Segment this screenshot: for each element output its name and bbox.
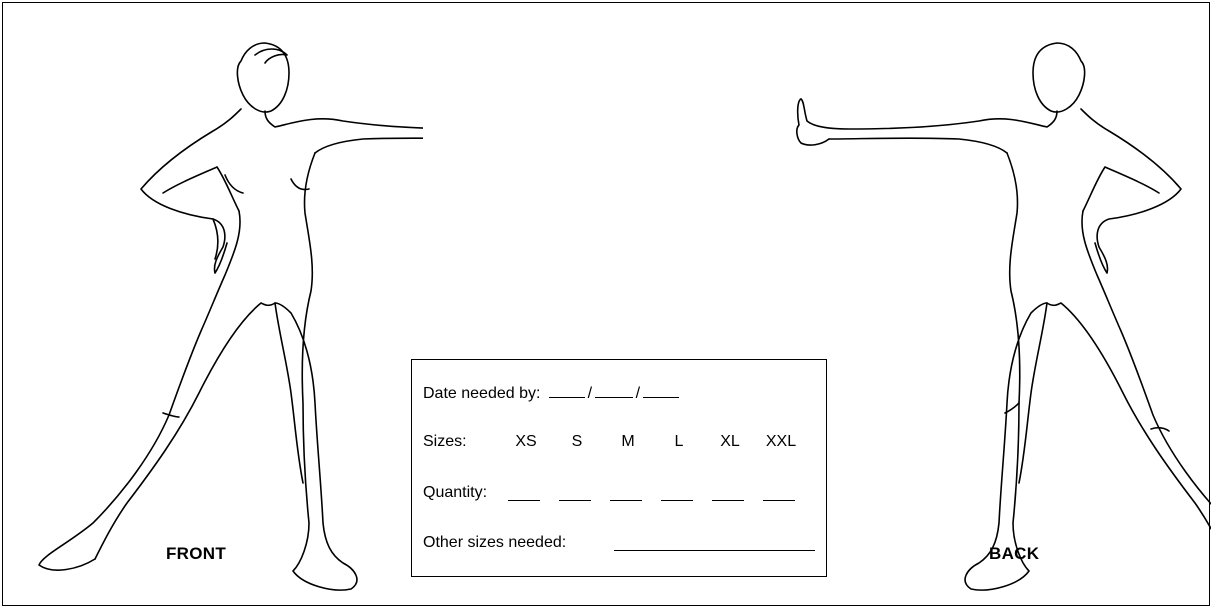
date-separator-1: / (585, 382, 595, 406)
sizes-label: Sizes: (423, 433, 467, 450)
quantity-l-field[interactable] (661, 484, 693, 501)
date-needed-field[interactable]: // (549, 379, 679, 406)
date-day-blank[interactable] (595, 379, 633, 398)
order-details-box: Date needed by: // Sizes: XS S M L XL XX… (411, 359, 827, 577)
size-option-xl: XL (710, 430, 750, 454)
back-body-outline-drawing (791, 3, 1211, 607)
front-body-outline-drawing (3, 3, 423, 607)
other-sizes-row: Other sizes needed: (423, 531, 812, 555)
quantity-fields (506, 481, 826, 505)
front-body-outline (3, 3, 423, 607)
other-sizes-field[interactable] (614, 534, 815, 551)
quantity-xs-field[interactable] (508, 484, 540, 501)
date-month-blank[interactable] (549, 379, 585, 398)
size-option-l: L (659, 430, 699, 454)
size-option-xs: XS (506, 430, 546, 454)
date-needed-row: Date needed by: // (423, 379, 812, 403)
quantity-m-field[interactable] (610, 484, 642, 501)
sizes-list: XS S M L XL XXL (504, 430, 824, 454)
quantity-s-field[interactable] (559, 484, 591, 501)
quantity-label: Quantity: (423, 484, 487, 501)
quantity-xl-field[interactable] (712, 484, 744, 501)
date-year-blank[interactable] (643, 379, 679, 398)
other-sizes-label: Other sizes needed: (423, 534, 566, 551)
front-label: FRONT (166, 544, 226, 564)
quantity-xxl-field[interactable] (763, 484, 795, 501)
size-option-xxl: XXL (761, 430, 801, 454)
back-label: BACK (989, 544, 1039, 564)
back-body-outline (791, 3, 1211, 607)
quantity-row: Quantity: (423, 481, 812, 505)
size-option-s: S (557, 430, 597, 454)
date-needed-label: Date needed by: (423, 385, 540, 402)
size-option-m: M (608, 430, 648, 454)
sizes-row: Sizes: XS S M L XL XXL (423, 430, 812, 454)
date-separator-2: / (633, 382, 643, 406)
